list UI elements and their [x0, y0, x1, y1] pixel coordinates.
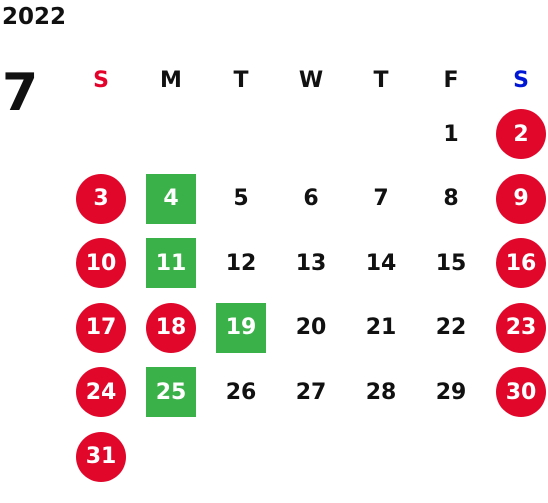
day-cell: 25	[136, 366, 206, 418]
week-row: 24 25 26 27 28 29 30	[66, 360, 548, 425]
day-holiday: 3	[76, 173, 126, 224]
day-number: 5	[233, 186, 249, 212]
day-cell: 1	[416, 108, 486, 160]
weekday-header: S	[93, 67, 109, 93]
day-number: 13	[295, 250, 327, 276]
day-cell: 9	[486, 173, 548, 225]
day-cell: 27	[276, 366, 346, 418]
day-cell	[206, 431, 276, 483]
day-number: 20	[295, 315, 327, 341]
day-cell: 8	[416, 173, 486, 225]
day-cell: 28	[346, 366, 416, 418]
day-cell: 10	[66, 237, 136, 289]
weekday-header: T	[233, 67, 249, 93]
day-holiday: 10	[76, 238, 126, 289]
day-cell: 21	[346, 302, 416, 354]
weekday-header: S	[513, 67, 529, 93]
day-number: 15	[435, 250, 467, 276]
day-closed: 25	[146, 367, 196, 418]
day-holiday: 23	[496, 302, 546, 353]
day-number: 8	[443, 186, 459, 212]
day-closed: 11	[146, 238, 196, 289]
day-number: 1	[443, 121, 459, 147]
day-number: 6	[303, 186, 319, 212]
day-cell: 22	[416, 302, 486, 354]
day-cell: 2	[486, 108, 548, 160]
day-number: 14	[365, 250, 397, 276]
week-row: 10 11 12 13 14 15 16	[66, 231, 548, 296]
day-holiday: 2	[496, 109, 546, 160]
calendar-year: 2022	[2, 4, 67, 30]
day-number: 21	[365, 315, 397, 341]
day-cell: 26	[206, 366, 276, 418]
day-number: 22	[435, 315, 467, 341]
day-number: 26	[225, 379, 257, 405]
day-number: 7	[373, 186, 389, 212]
day-holiday: 18	[146, 302, 196, 353]
day-cell	[136, 108, 206, 160]
day-cell	[136, 431, 206, 483]
day-cell: 20	[276, 302, 346, 354]
weekday-header: T	[373, 67, 389, 93]
day-cell	[486, 431, 548, 483]
day-holiday: 16	[496, 238, 546, 289]
day-cell: 19	[206, 302, 276, 354]
day-cell: 30	[486, 366, 548, 418]
day-cell: 23	[486, 302, 548, 354]
day-holiday: 24	[76, 367, 126, 418]
weekday-header: F	[443, 67, 459, 93]
day-cell	[346, 108, 416, 160]
day-cell: 11	[136, 237, 206, 289]
day-cell: 18	[136, 302, 206, 354]
day-cell: 12	[206, 237, 276, 289]
day-holiday: 17	[76, 302, 126, 353]
week-row: 31	[66, 425, 548, 490]
day-cell: 3	[66, 173, 136, 225]
day-cell	[416, 431, 486, 483]
day-cell: 13	[276, 237, 346, 289]
day-cell: 5	[206, 173, 276, 225]
day-cell: 7	[346, 173, 416, 225]
day-number: 12	[225, 250, 257, 276]
day-cell: 31	[66, 431, 136, 483]
day-cell	[206, 108, 276, 160]
day-cell: 24	[66, 366, 136, 418]
day-number: 29	[435, 379, 467, 405]
day-number: 27	[295, 379, 327, 405]
weekday-header: W	[298, 67, 324, 93]
day-holiday: 31	[76, 431, 126, 482]
day-number: 28	[365, 379, 397, 405]
day-cell: 17	[66, 302, 136, 354]
day-holiday: 30	[496, 367, 546, 418]
week-row: 17 18 19 20 21 22 23	[66, 296, 548, 361]
day-cell	[66, 108, 136, 160]
day-closed: 4	[146, 173, 196, 224]
calendar-month: 7	[2, 63, 39, 123]
day-cell: 6	[276, 173, 346, 225]
day-cell	[276, 108, 346, 160]
day-cell	[276, 431, 346, 483]
day-cell: 4	[136, 173, 206, 225]
day-cell: 29	[416, 366, 486, 418]
day-cell: 14	[346, 237, 416, 289]
day-cell: 16	[486, 237, 548, 289]
weekday-header: M	[160, 67, 182, 93]
day-closed: 19	[216, 302, 266, 353]
day-cell: 15	[416, 237, 486, 289]
day-cell	[346, 431, 416, 483]
day-holiday: 9	[496, 173, 546, 224]
